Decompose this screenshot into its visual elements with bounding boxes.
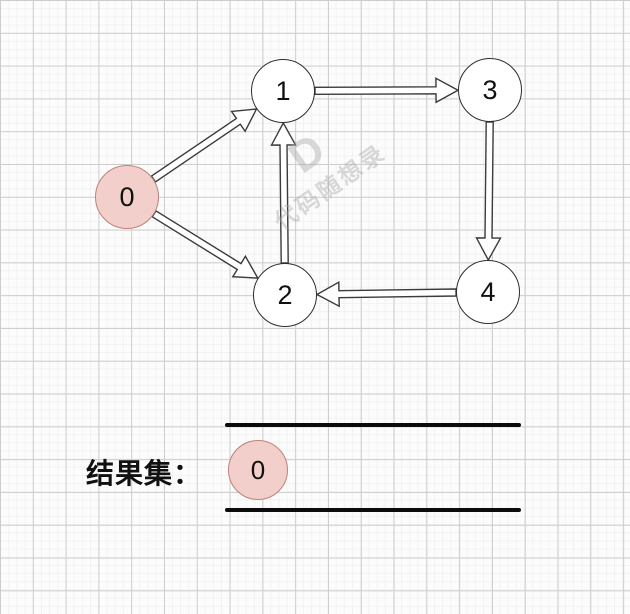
result-top-line	[225, 423, 521, 427]
graph-node-3-label: 3	[482, 74, 498, 105]
edge-0-2	[151, 209, 260, 279]
edge-2-1	[270, 121, 297, 264]
edge-1-3	[314, 77, 460, 104]
edge-3-4	[475, 121, 502, 262]
graph-node-4: 4	[456, 260, 520, 324]
result-node-0: 0	[228, 440, 288, 500]
graph-node-0-label: 0	[119, 181, 135, 212]
edge-0-1	[150, 108, 258, 183]
result-bottom-line	[225, 508, 521, 512]
graph-node-2-label: 2	[277, 279, 293, 310]
graph-node-3: 3	[458, 58, 522, 122]
graph-node-2: 2	[253, 263, 317, 327]
graph-node-4-label: 4	[480, 276, 496, 307]
graph-node-1: 1	[251, 59, 315, 123]
result-node-0-label: 0	[250, 454, 266, 485]
edge-4-2	[315, 281, 457, 308]
graph-node-0: 0	[95, 165, 159, 229]
result-set-label: 结果集：	[86, 458, 203, 489]
graph-node-1-label: 1	[275, 75, 291, 106]
